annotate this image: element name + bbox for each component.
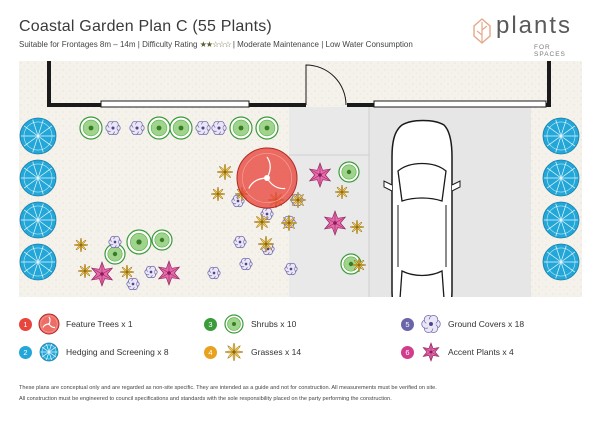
ground-cover-icon [211,120,227,136]
ground-cover-icon [108,235,122,249]
shrub-icon [79,116,103,140]
legend-number: 3 [204,317,217,331]
legend-label: Ground Covers x 18 [448,319,525,329]
hedge-icon [19,117,57,155]
grass-icon [334,184,350,200]
legend-item: 2 Hedging and Screening x 8 [19,341,169,363]
grass-icon [289,191,307,209]
hedge-icon [19,243,57,281]
legend-item: 5 Ground Covers x 18 [401,313,524,335]
ground-cover-icon [105,120,121,136]
grass-icon [349,219,365,235]
grass-icon [257,235,275,253]
disclaimer-line-2: All construction must be engineered to c… [19,396,392,402]
legend-label: Accent Plants x 4 [448,347,514,357]
ground-cover-icon [144,265,158,279]
hedge-icon [19,159,57,197]
shrub-icon [224,314,244,334]
ground-cover-icon [239,257,253,271]
ground-cover-icon [231,194,245,208]
feature-tree-icon [236,147,298,209]
legend-label: Shrubs x 10 [251,319,297,329]
legend-number: 2 [19,345,32,359]
hedge-icon [19,201,57,239]
ground-cover-icon [233,235,247,249]
house-outline [47,61,551,108]
legend-item: 3 Shrubs x 10 [204,313,296,335]
legend-item: 4 Grasses x 14 [204,341,301,363]
ground-cover-icon [195,120,211,136]
plan-subtitle: Suitable for Frontages 8m – 14m | Diffic… [19,40,413,49]
ground-cover-icon [284,262,298,276]
difficulty-label: Difficulty Rating [142,40,198,49]
grass-icon [224,342,244,362]
grass-icon [351,257,367,273]
grass-icon [253,213,271,231]
front-door [305,64,347,106]
brand-wordmark: plants [496,12,573,39]
shrub-icon [126,229,152,255]
legend-label: Hedging and Screening x 8 [66,347,169,357]
leaf-logo-icon [473,18,491,44]
ground-cover-icon [129,120,145,136]
hedge-icon [542,117,580,155]
legend-item: 1 Feature Trees x 1 [19,313,133,335]
grass-icon [280,214,298,232]
legend-number: 1 [19,317,32,331]
garden-plan [19,61,582,297]
ground-cover-icon [126,277,140,291]
feature-tree-icon [38,313,60,335]
frontage-suitability: Suitable for Frontages 8m – 14m [19,40,136,49]
disclaimer-line-1: These plans are conceptual only and are … [19,385,437,391]
shrub-icon [338,161,360,183]
accent-plant-icon [422,342,440,362]
grass-icon [73,237,89,253]
accent-plant-icon [157,260,181,286]
car-icon [383,119,461,297]
plant-layer [19,116,580,291]
shrub-icon [147,116,171,140]
hedge-icon [39,342,59,362]
legend-number: 5 [401,317,414,331]
grass-icon [119,264,135,280]
hedge-icon [542,243,580,281]
accent-plant-icon [308,162,332,188]
legend-label: Feature Trees x 1 [66,319,133,329]
water-consumption: Low Water Consumption [325,40,413,49]
hedge-icon [542,159,580,197]
difficulty-stars: ★★☆☆☆ [199,40,232,49]
shrub-icon [229,116,253,140]
grass-icon [210,186,226,202]
grass-icon [77,263,93,279]
ground-cover-icon [421,315,441,333]
legend-number: 4 [204,345,217,359]
shrub-icon [255,116,279,140]
page-title: Coastal Garden Plan C (55 Plants) [19,18,272,35]
accent-plant-icon [90,261,114,287]
shrub-icon [104,243,126,265]
plant-legend: 1 Feature Trees x 1 2 Hedging and Screening… [19,313,582,363]
legend-number: 6 [401,345,414,359]
accent-plant-icon [323,210,347,236]
brand-logo: plants FOR SPACES [470,12,585,58]
maintenance-level: Moderate Maintenance [237,40,319,49]
legend-label: Grasses x 14 [251,347,302,357]
hedge-icon [542,201,580,239]
grass-icon [216,163,234,181]
brand-tagline: FOR SPACES [534,44,566,58]
shrub-icon [169,116,193,140]
legend-item: 6 Accent Plants x 4 [401,341,514,363]
shrub-icon [151,229,173,251]
ground-cover-icon [207,266,221,280]
